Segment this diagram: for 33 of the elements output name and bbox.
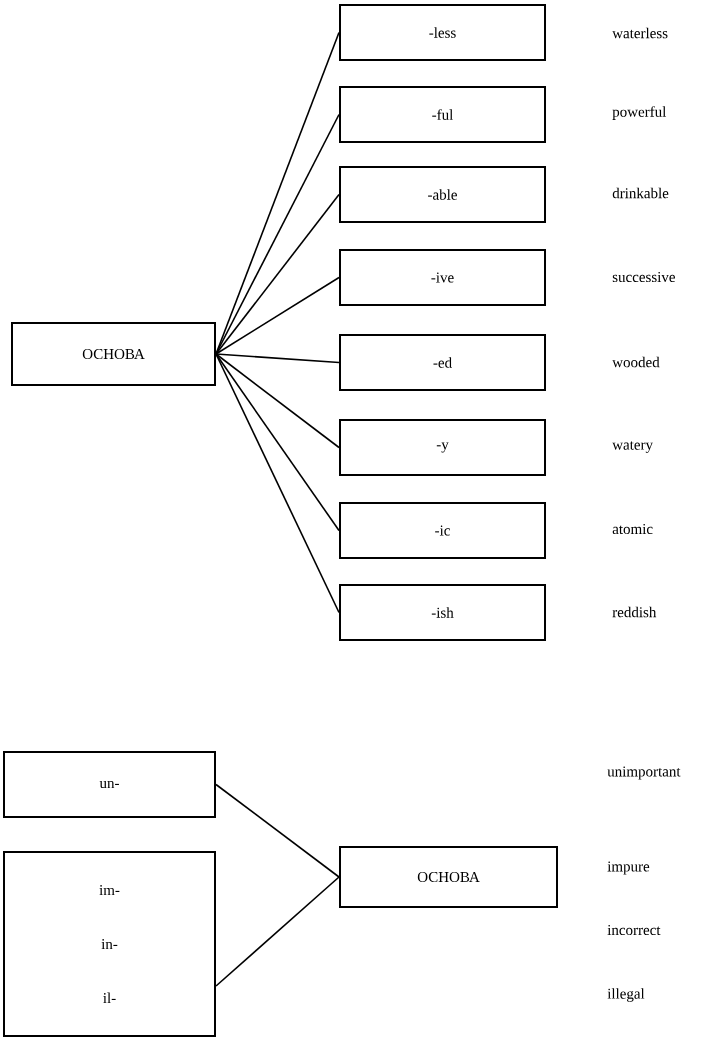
suffix-box: im- in- il- bbox=[3, 851, 216, 1037]
suffix-box: -less bbox=[339, 4, 546, 61]
connector-line bbox=[215, 193, 340, 355]
example-word: watery bbox=[612, 441, 653, 453]
example-word: powerful bbox=[612, 106, 667, 120]
connector-line bbox=[215, 113, 340, 355]
connector-line bbox=[215, 783, 340, 878]
example-word: atomic bbox=[612, 523, 653, 535]
connector-line bbox=[215, 353, 340, 449]
connector-line bbox=[215, 876, 340, 987]
example-word: wooded bbox=[612, 356, 660, 368]
suffix-box: -ive bbox=[339, 249, 546, 306]
suffix-box: -ful bbox=[339, 86, 546, 143]
suffix-box: ОСНОВА bbox=[11, 322, 216, 386]
suffix-box: -ic bbox=[339, 502, 546, 559]
example-word: successive bbox=[612, 271, 675, 283]
connector-line bbox=[215, 353, 340, 614]
example-word: unimportant bbox=[607, 766, 681, 780]
suffix-box: -able bbox=[339, 166, 546, 223]
example-word: impure bbox=[607, 861, 650, 875]
suffix-box: -ish bbox=[339, 584, 546, 641]
suffix-box: ОСНОВА bbox=[339, 846, 558, 908]
example-word: reddish bbox=[612, 606, 657, 618]
example-word: illegal bbox=[607, 988, 645, 1002]
example-word: incorrect bbox=[607, 925, 661, 936]
example-word: waterless bbox=[612, 27, 668, 39]
suffix-box: -y bbox=[339, 419, 546, 476]
example-word: drinkable bbox=[612, 187, 669, 199]
connector-line bbox=[215, 353, 340, 532]
connector-line bbox=[215, 353, 340, 364]
suffix-box: -ed bbox=[339, 334, 546, 391]
connector-line bbox=[215, 276, 340, 355]
suffix-box: un- bbox=[3, 751, 216, 818]
